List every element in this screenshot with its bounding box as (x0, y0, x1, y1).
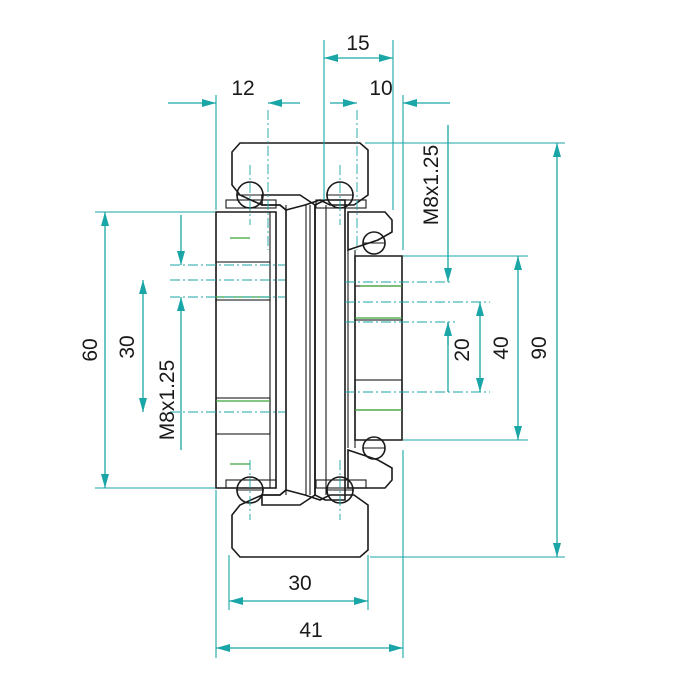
dim-label-right-40: 40 (490, 336, 513, 359)
dim-label-top-12: 12 (231, 77, 254, 100)
dim-label-bottom-30: 30 (288, 572, 311, 595)
dimension-labels: 15 12 10 60 30 M8x1.25 M8x1.25 20 40 90 … (79, 32, 551, 642)
dim-label-left-60: 60 (79, 338, 102, 361)
dim-label-top-15: 15 (346, 32, 369, 55)
section-geometry (215, 142, 403, 558)
right-slot-lower (354, 379, 403, 411)
dim-label-left-30: 30 (116, 335, 139, 358)
dimension-lines (95, 40, 565, 658)
middle-rail-web (314, 199, 346, 501)
center-lines (170, 110, 490, 520)
dim-label-top-10: 10 (369, 77, 392, 100)
right-slot-upper (354, 285, 403, 321)
dim-label-bottom-41: 41 (299, 619, 322, 642)
left-member (215, 211, 277, 489)
outer-rail-top (231, 142, 369, 211)
dim-label-right-90: 90 (528, 336, 551, 359)
dim-label-right-thread: M8x1.25 (420, 145, 443, 226)
right-carriage (354, 255, 403, 441)
right-upper-bracket (347, 211, 393, 252)
outer-rail-bottom (231, 489, 369, 558)
left-slot-lower (215, 397, 271, 435)
right-lower-bracket (347, 448, 393, 489)
dim-label-right-20: 20 (451, 338, 474, 361)
left-slot-upper (215, 261, 271, 301)
dim-label-left-thread: M8x1.25 (156, 360, 179, 441)
